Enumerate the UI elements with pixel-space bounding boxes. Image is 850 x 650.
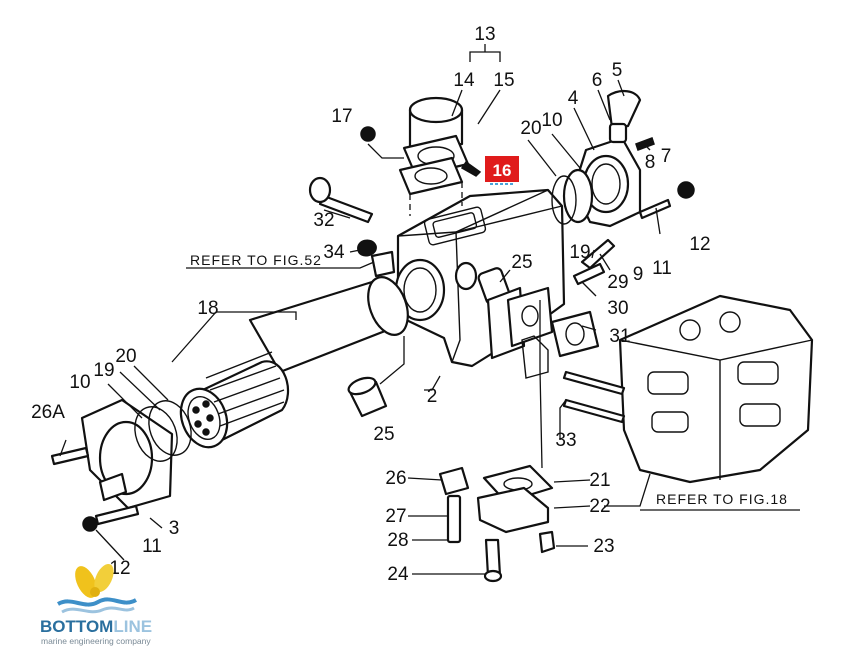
- part-label-32[interactable]: 32: [313, 210, 334, 231]
- nipple-fitting: [347, 376, 388, 418]
- gasket-plates: [521, 310, 600, 379]
- engine-block: [562, 294, 814, 484]
- logo-tagline: marine engineering company: [41, 636, 151, 646]
- logo-brand-line: LINE: [113, 617, 152, 636]
- propeller-icon: [75, 563, 114, 598]
- part-label-26a[interactable]: 26A: [31, 402, 65, 423]
- part-label-21[interactable]: 21: [589, 470, 610, 491]
- part-labels: 13 14 15 17 20 10 4 6 5 8 7 12 11 19 29 …: [31, 24, 710, 585]
- part-label-11-right[interactable]: 11: [652, 258, 672, 279]
- bottomline-logo: BOTTOMLINE marine engineering company: [40, 563, 152, 646]
- part-label-27[interactable]: 27: [385, 506, 406, 527]
- part-label-15[interactable]: 15: [493, 70, 514, 91]
- part-label-16-highlighted[interactable]: 16: [493, 161, 512, 180]
- part-label-7[interactable]: 7: [661, 146, 672, 167]
- part-label-14[interactable]: 14: [453, 70, 475, 91]
- part-label-24[interactable]: 24: [387, 564, 409, 585]
- part-label-28[interactable]: 28: [387, 530, 408, 551]
- reference-fig-52: REFER TO FIG.52: [190, 252, 322, 268]
- waves-icon: [57, 597, 137, 614]
- part-label-19-left[interactable]: 19: [93, 360, 114, 381]
- logo-brand-bottom: BOTTOM: [40, 617, 113, 636]
- highlight-box: [485, 156, 519, 182]
- leader-lines: [59, 44, 800, 575]
- part-label-10-left[interactable]: 10: [69, 372, 90, 393]
- part-label-8[interactable]: 8: [645, 152, 656, 173]
- reference-fig-18: REFER TO FIG.18: [656, 491, 788, 507]
- part-label-25-upper[interactable]: 25: [511, 252, 532, 273]
- part-label-5[interactable]: 5: [612, 60, 623, 81]
- svg-text:BOTTOMLINE: BOTTOMLINE: [40, 617, 152, 636]
- part-label-10-top[interactable]: 10: [541, 110, 562, 131]
- part-label-12-left[interactable]: 12: [109, 558, 130, 579]
- part-label-2[interactable]: 2: [427, 386, 438, 407]
- part-label-23[interactable]: 23: [593, 536, 614, 557]
- part-label-33[interactable]: 33: [555, 430, 576, 451]
- part-label-34[interactable]: 34: [323, 242, 345, 263]
- part-label-3[interactable]: 3: [169, 518, 180, 539]
- end-cover-left: [50, 398, 192, 532]
- part-label-25-lower[interactable]: 25: [373, 424, 394, 445]
- part-label-31[interactable]: 31: [609, 326, 630, 347]
- part-label-29[interactable]: 29: [607, 272, 628, 293]
- heat-exchanger-body: [394, 188, 566, 368]
- part-label-18[interactable]: 18: [197, 298, 218, 319]
- part-label-26[interactable]: 26: [385, 468, 406, 489]
- part-label-30[interactable]: 30: [607, 298, 628, 319]
- part-label-4[interactable]: 4: [568, 88, 579, 109]
- part-label-20-top[interactable]: 20: [520, 118, 541, 139]
- tube-stack: [179, 276, 409, 449]
- part-label-20-left[interactable]: 20: [115, 346, 136, 367]
- part-label-9[interactable]: 9: [633, 264, 644, 285]
- end-cover-right: [551, 90, 655, 228]
- part-label-19-right[interactable]: 19: [569, 242, 590, 263]
- lower-mount-assembly: [438, 464, 556, 583]
- part-label-17[interactable]: 17: [331, 106, 352, 127]
- top-elbow-assembly: [398, 96, 482, 216]
- part-label-11-left[interactable]: 11: [142, 536, 162, 557]
- studs-and-bolts: [308, 126, 695, 286]
- part-label-6[interactable]: 6: [592, 70, 603, 91]
- part-label-22[interactable]: 22: [589, 496, 610, 517]
- part-label-13[interactable]: 13: [474, 24, 495, 45]
- part-label-12-right[interactable]: 12: [689, 234, 710, 255]
